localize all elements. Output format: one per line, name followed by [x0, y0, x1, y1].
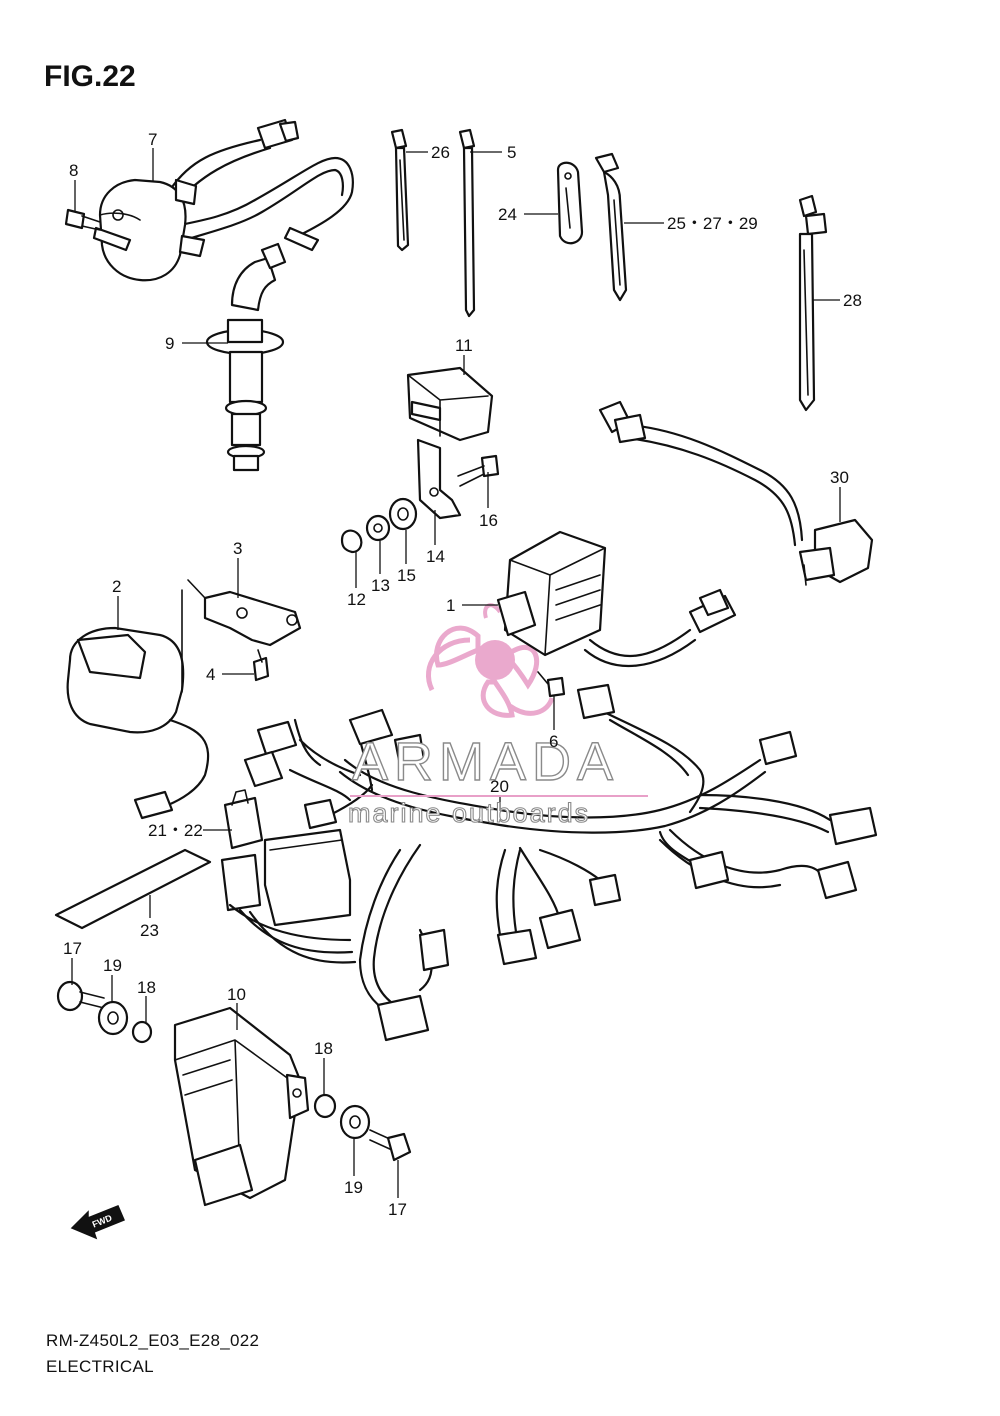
callout-1: 1 [446, 596, 455, 615]
condenser [66, 589, 210, 820]
mount-bolt-upper [56, 980, 153, 1044]
callout-19-lower: 19 [344, 1178, 363, 1197]
cable-tie-5 [458, 128, 476, 318]
callout-26: 26 [431, 143, 450, 162]
callout-21-22: 21・22 [148, 821, 203, 840]
bolt-4 [252, 649, 270, 682]
ecu-unit [173, 1006, 310, 1207]
relay-bracket [416, 438, 462, 520]
clamp-tie [594, 152, 628, 302]
callout-17-lower: 17 [388, 1200, 407, 1219]
callout-14: 14 [426, 547, 445, 566]
model-code: RM-Z450L2_E03_E28_022 [46, 1331, 260, 1350]
wiring-harness [243, 683, 878, 1042]
junction-connector-21-22 [223, 789, 264, 850]
starter-relay [406, 366, 494, 442]
callout-11: 11 [455, 336, 473, 355]
callout-6: 6 [549, 732, 558, 751]
callout-9: 9 [165, 334, 174, 353]
forward-direction-arrow: FWD [70, 1205, 125, 1240]
washers-12-13-15 [340, 497, 418, 554]
callout-3: 3 [233, 539, 242, 558]
rectifier-regulator [496, 530, 737, 668]
callout-23: 23 [140, 921, 159, 940]
clamp [556, 161, 584, 245]
callout-2: 2 [112, 577, 121, 596]
callout-15: 15 [397, 566, 416, 585]
callout-labels: 7 8 9 26 5 24 25・27・29 28 11 16 14 12 13… [63, 130, 862, 1219]
callout-19-upper: 19 [103, 956, 122, 975]
long-cable-tie [798, 194, 828, 412]
cable-tie-26 [390, 128, 410, 252]
callout-4: 4 [206, 665, 215, 684]
callout-13: 13 [371, 576, 390, 595]
coil-bolt [64, 208, 101, 231]
insulation-tape [54, 848, 212, 930]
callout-8: 8 [69, 161, 78, 180]
callout-18-upper: 18 [137, 978, 156, 997]
callout-17-upper: 17 [63, 939, 82, 958]
leader-lines [71, 148, 841, 1198]
callout-28: 28 [843, 291, 862, 310]
callout-24: 24 [498, 205, 517, 224]
callout-25-27-29: 25・27・29 [667, 214, 758, 233]
callout-5: 5 [507, 143, 516, 162]
sensor-harness [598, 400, 874, 586]
ignition-coil [92, 118, 354, 282]
callout-18-lower: 18 [314, 1039, 333, 1058]
bolt-16 [457, 454, 500, 487]
watermark-brand: ARMADA [352, 732, 619, 792]
harness-ecu-connector [220, 828, 357, 964]
callout-20: 20 [490, 777, 509, 796]
callout-7: 7 [148, 130, 157, 149]
callout-16: 16 [479, 511, 498, 530]
callout-12: 12 [347, 590, 366, 609]
coil-bracket [187, 579, 302, 647]
watermark-tagline: marine outboards [348, 798, 590, 828]
callout-10: 10 [227, 985, 246, 1004]
callout-30: 30 [830, 468, 849, 487]
spark-plug-cap [205, 242, 287, 472]
figure-title: FIG.22 [44, 60, 136, 93]
mount-bolt-lower [313, 1093, 412, 1162]
bolt-6 [537, 671, 566, 698]
section-name: ELECTRICAL [46, 1357, 154, 1376]
watermark-logo [425, 603, 555, 718]
